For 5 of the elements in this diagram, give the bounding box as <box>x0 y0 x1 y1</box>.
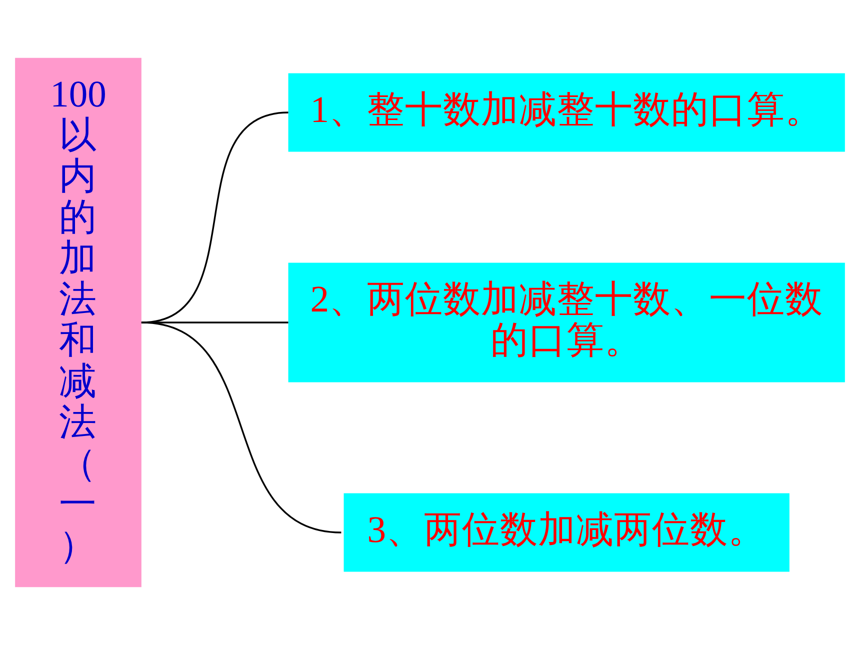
connector <box>141 322 342 534</box>
node-box: 100以内的加法和减法（一） <box>15 58 142 588</box>
node-box: 1、整十数加减整十数的口算。 <box>288 73 845 152</box>
node-box: 3、两位数加减两位数。 <box>344 493 790 572</box>
node-box: 2、两位数加减整十数、一位数的口算。 <box>288 262 845 382</box>
